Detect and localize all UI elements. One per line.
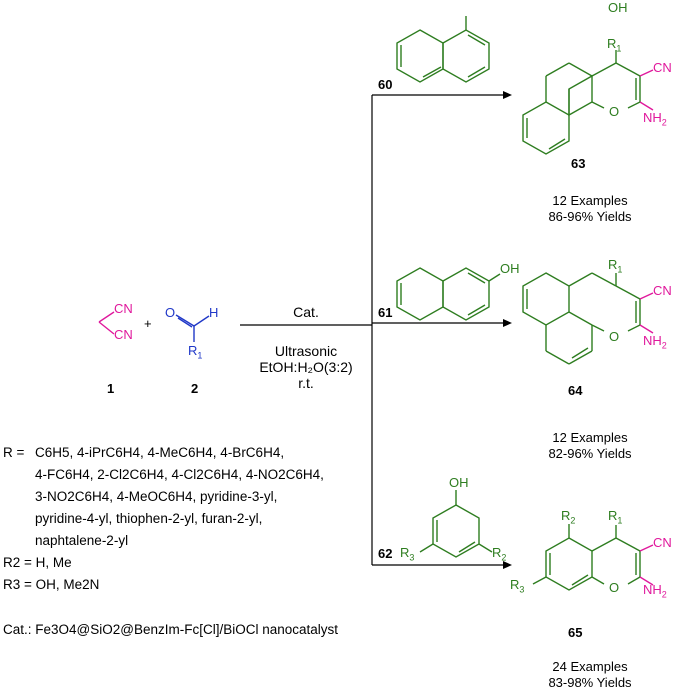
product-64-yields: 82-96% Yields [548,446,632,461]
condition-temperature: r.t. [298,375,314,391]
phenol-62-structure [419,490,493,558]
reactant-2-number: 2 [191,381,199,396]
arrowhead-64 [503,319,512,327]
r3-definition: R3 = OH, Me2N [3,577,100,592]
malononitrile-cn-top: CN [114,301,133,316]
product-65-r1: R1 [608,508,623,526]
reagent-62-oh: OH [449,475,469,490]
product-65-r3: R3 [510,577,525,595]
product-64-structure [522,272,641,365]
r-definition-line-3: 3-NO2C6H4, 4-MeOC6H4, pyridine-3-yl, [35,489,278,504]
condition-solvent: EtOH:H₂O(3:2) [259,359,353,375]
aldehyde-h: H [209,305,219,320]
r-definition-line-1: C6H5, 4-iPrC6H4, 4-MeC6H4, 4-BrC6H4, [35,445,285,460]
arrowhead-63 [503,91,512,99]
product-65-o: O [609,580,620,595]
catalyst-definition: Cat.: Fe3O4@SiO2@BenzIm-Fc[Cl]/BiOCl nan… [3,622,339,637]
product-63-number: 63 [571,156,586,171]
reagent-62-number: 62 [378,546,393,561]
reagent-62-r2: R2 [492,545,507,563]
product-63-structure [522,50,641,155]
product-63-cn: CN [653,60,672,75]
reagent-61-oh: OH [500,261,520,276]
product-64-cn: CN [653,283,672,298]
aldehyde-o: O [165,305,176,320]
product-65-r2: R2 [561,508,576,526]
product-65-number: 65 [568,625,583,640]
condition-catalyst: Cat. [293,304,319,320]
product-63-r1: R1 [607,36,622,54]
r-definition-line-2: 4-FC6H4, 2-Cl2C6H4, 4-Cl2C6H4, 4-NO2C6H4… [35,467,324,482]
plus-sign: + [144,316,152,331]
reagent-61-number: 61 [378,305,393,320]
product-63-o: O [609,104,620,119]
aldehyde-r1: R1 [188,343,203,361]
aldehyde-structure [175,314,210,342]
reagent-62-r3: R3 [400,545,415,563]
reagent-60-oh: OH [608,0,628,15]
product-64-examples: 12 Examples [552,430,628,445]
condition-ultrasonic: Ultrasonic [274,343,338,359]
product-65-structure [532,524,641,591]
1-naphthol-structure [396,16,490,83]
r2-definition: R2 = H, Me [3,555,72,570]
product-65-yields: 83-98% Yields [548,675,632,690]
product-63-yields: 86-96% Yields [548,209,632,224]
r-definition-prefix: R = [3,445,25,460]
r-definition-line-5: naphtalene-2-yl [35,533,129,548]
product-64-number: 64 [568,383,583,398]
product-65-nh2: NH2 [643,582,667,600]
reactant-1-number: 1 [107,381,115,396]
product-63-nh2: NH2 [643,110,667,128]
r-definition-line-4: pyridine-4-yl, thiophen-2-yl, furan-2-yl… [35,511,263,526]
malononitrile-structure [98,311,115,335]
product-65-examples: 24 Examples [552,659,628,674]
2-naphthol-structure [396,267,501,321]
product-65-cn: CN [653,535,672,550]
reagent-60-number: 60 [378,77,393,92]
product-64-o: O [609,329,620,344]
arrowhead-65 [503,561,512,569]
product-64-r1: R1 [608,257,623,275]
product-64-nh2: NH2 [643,333,667,351]
malononitrile-cn-bottom: CN [114,327,133,342]
product-63-examples: 12 Examples [552,193,628,208]
